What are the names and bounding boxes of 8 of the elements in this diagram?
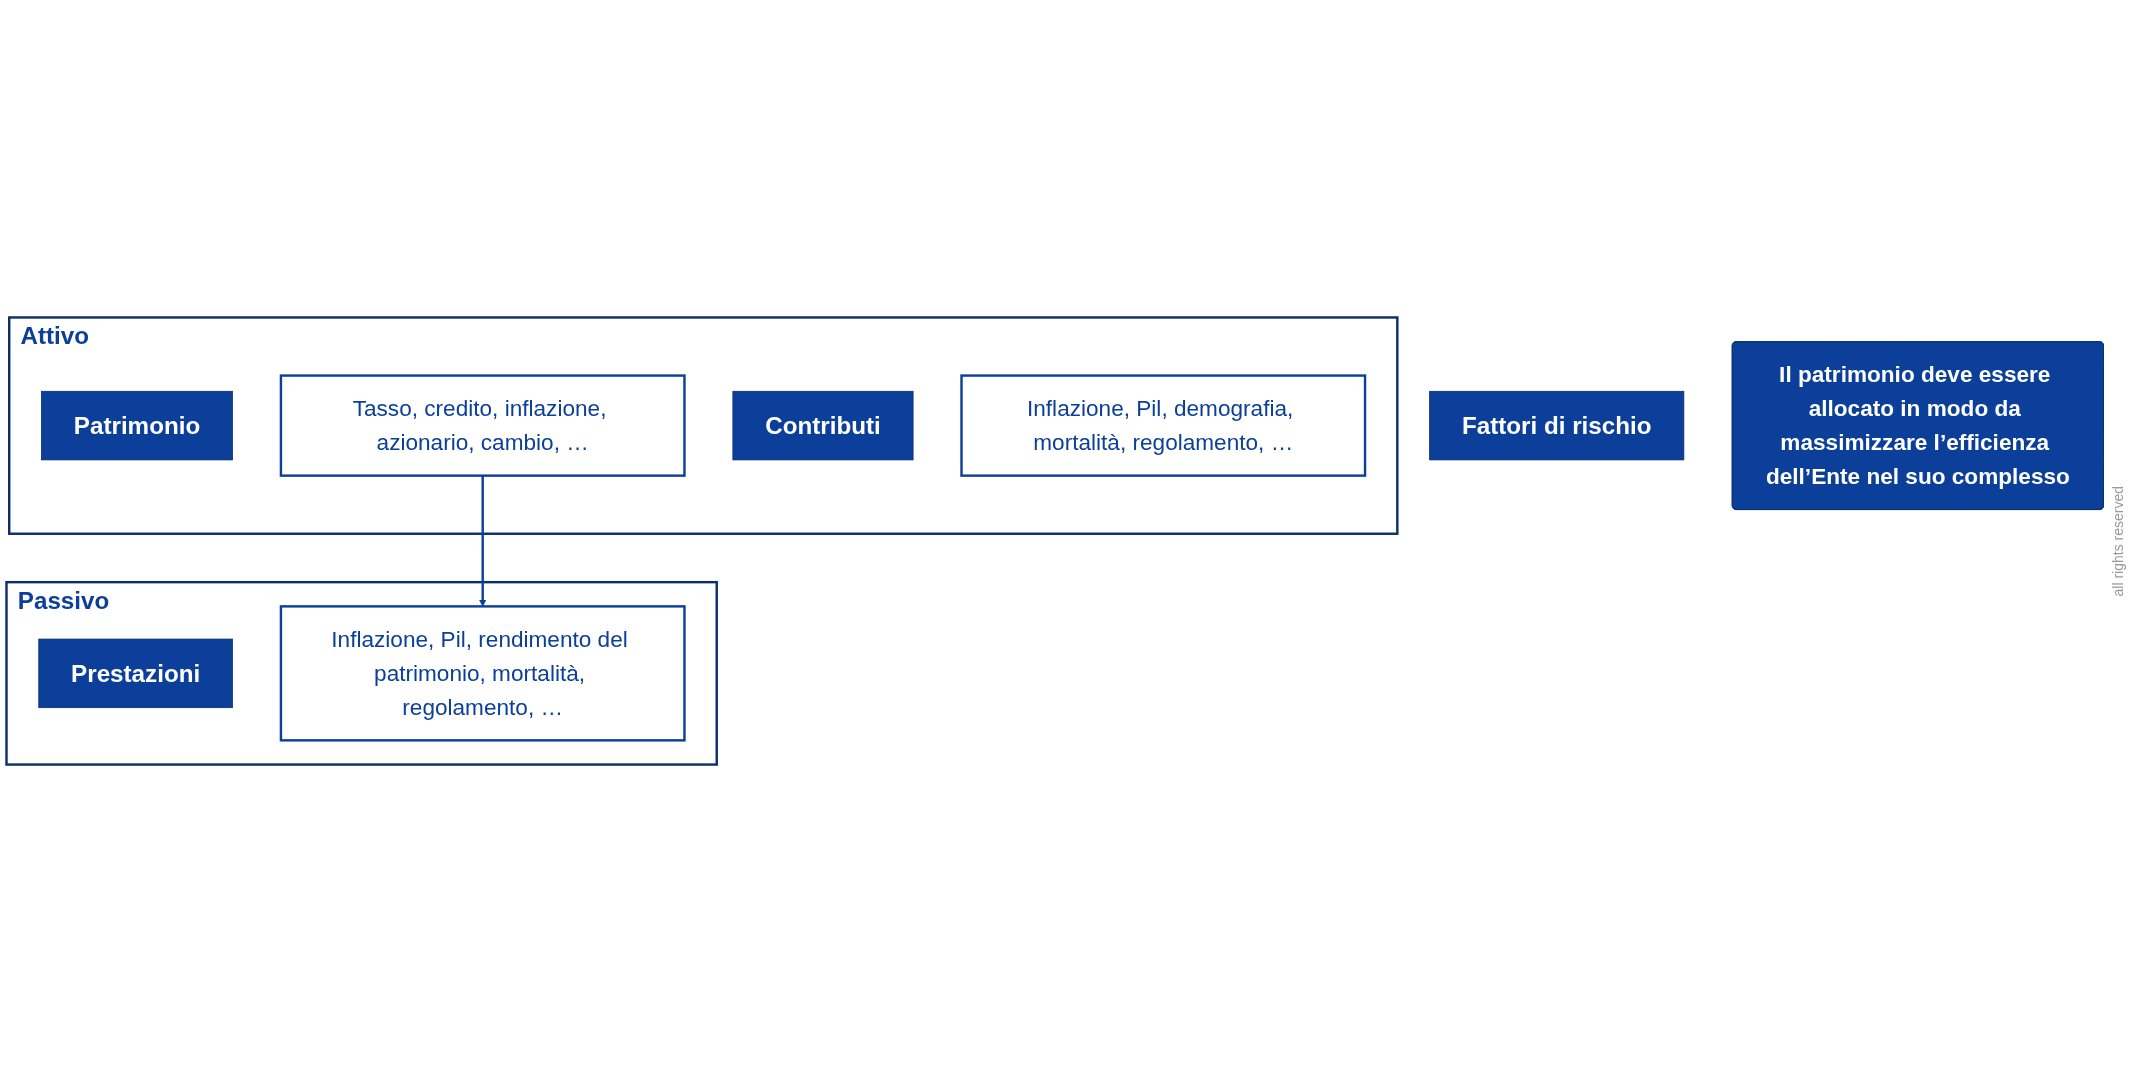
node-box: Prestazioni <box>38 639 233 709</box>
node-box: Fattori di rischio <box>1429 391 1685 461</box>
node-box: Contributi <box>732 391 914 461</box>
node-box: Patrimonio <box>41 391 233 461</box>
node-box: Inflazione, Pil, demografia, mortalità, regolamento, … <box>960 374 1367 478</box>
node-box: Inflazione, Pil, rendimento del patrimonio, mortalità, regolamento, … <box>279 605 686 743</box>
node-box: Tasso, credito, inflazione, azionario, cambio, … <box>279 374 686 478</box>
copyright-note: all rights reserved <box>2110 486 2126 597</box>
